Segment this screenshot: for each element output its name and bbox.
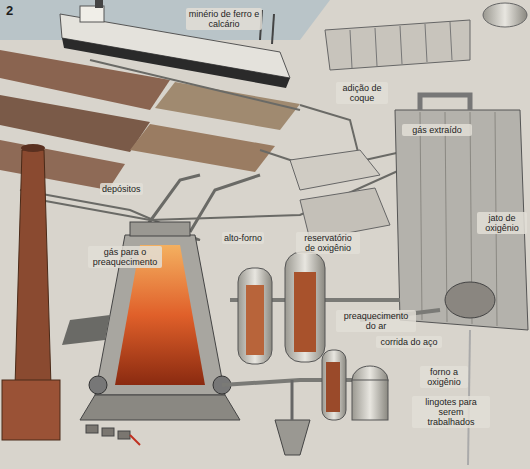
figure-number: 2 (4, 3, 15, 19)
gas-label: gás para o preaquecimento (88, 246, 162, 268)
process-label: adição de coque (336, 82, 388, 104)
part-label: forno a oxigênio (420, 366, 468, 388)
part-label: reservatório de oxigênio (296, 232, 360, 254)
part-label: alto-forno (222, 232, 264, 244)
area-label: depósitos (100, 183, 143, 195)
product-label: lingotes para serem trabalhados (412, 396, 490, 428)
process-label: preaquecimento do ar (336, 310, 416, 332)
process-label: corrida do aço (376, 336, 442, 348)
material-label: minério de ferro e calcário (186, 8, 262, 30)
gas-label: gás extraído (402, 124, 472, 136)
part-label: jato de oxigênio (477, 212, 527, 234)
